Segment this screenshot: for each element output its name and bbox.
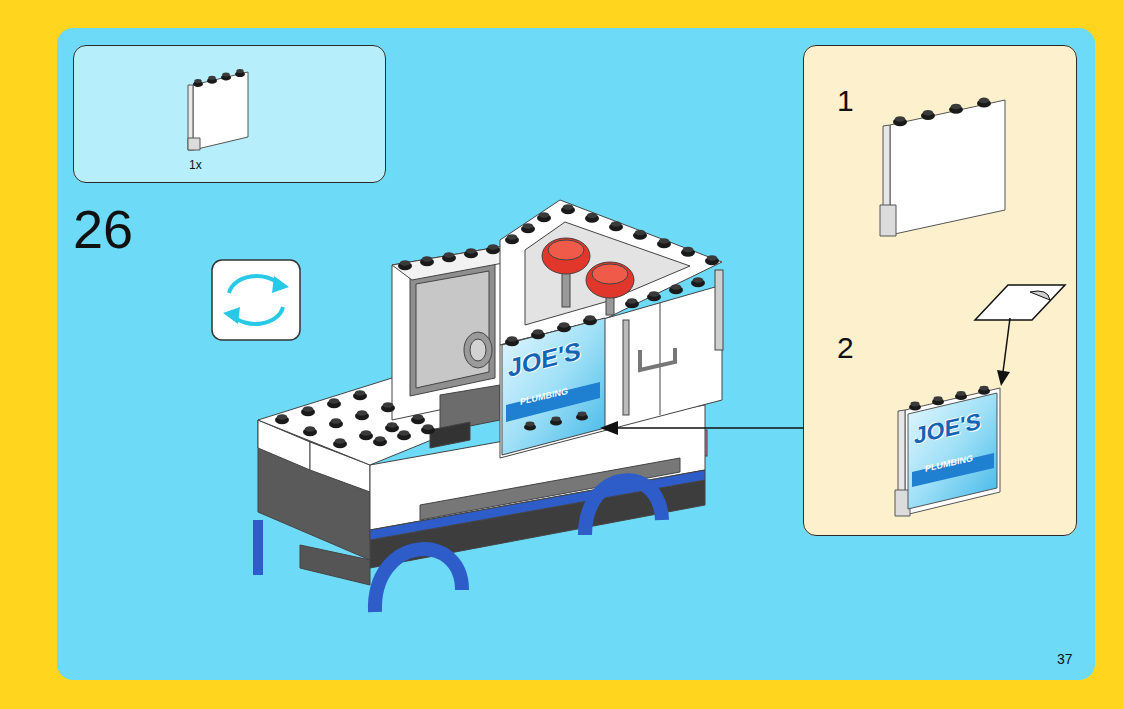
step-number: 26 [73, 202, 133, 256]
stud-top [934, 396, 943, 401]
page-panel [57, 28, 1095, 680]
stud-top [578, 412, 587, 417]
stud-top [507, 234, 518, 240]
stud-top [671, 284, 682, 290]
sticker-text: JOE'S [914, 410, 981, 448]
parts-list-box: 1x [73, 45, 386, 183]
substep-number: 1 [837, 86, 854, 116]
stud-top [361, 430, 372, 436]
stud-top [422, 256, 433, 262]
stud-top [466, 248, 477, 254]
stud-top [507, 336, 518, 342]
stud-top [305, 426, 316, 432]
stud-top [951, 104, 962, 110]
stud-top [488, 244, 499, 250]
stud-top [552, 417, 561, 422]
stud-top [923, 110, 934, 116]
stud-top [423, 424, 434, 430]
stud-top [707, 255, 718, 261]
stud-top [559, 322, 570, 328]
sticker-text: PLUMBING [520, 387, 568, 407]
stud-top [979, 98, 990, 104]
stud-top [627, 298, 638, 304]
page-number: 37 [1057, 652, 1073, 666]
stud-top [911, 402, 920, 407]
stud-top [375, 436, 386, 442]
stud-top [357, 410, 368, 416]
stud-top [635, 230, 646, 236]
stud-top [222, 72, 230, 76]
stud-top [649, 291, 660, 297]
stud-top [236, 69, 244, 73]
stud-top [587, 213, 598, 219]
stud-top [335, 438, 346, 444]
stud-top [399, 430, 410, 436]
stud-top [387, 422, 398, 428]
stud-top [329, 398, 340, 404]
stud-top [539, 212, 550, 218]
sticker-text: PLUMBING [925, 454, 973, 474]
stud-top [383, 402, 394, 408]
sticker-text: JOE'S [508, 338, 581, 381]
stud-top [659, 238, 670, 244]
stud-top [585, 315, 596, 321]
stud-top [413, 414, 424, 420]
stud-top [208, 76, 216, 80]
placement-arrow [600, 421, 803, 435]
stud-top [683, 247, 694, 253]
quantity-label: 1x [189, 159, 202, 171]
panel-part [188, 72, 248, 150]
stud-top [194, 79, 202, 83]
stud-top [277, 414, 288, 420]
stud-top [523, 223, 534, 229]
stud-top [957, 391, 966, 396]
rotate-icon [212, 260, 300, 340]
subassembly-fill [803, 45, 1077, 536]
stud-top [563, 204, 574, 210]
stud-top [355, 390, 366, 396]
parts-box-fill [73, 45, 386, 183]
stud-top [400, 260, 411, 266]
sticker-icon [975, 285, 1065, 386]
stud-top [693, 277, 704, 283]
stud-top [895, 116, 906, 122]
stud-top [980, 386, 989, 391]
stud-top [444, 252, 455, 258]
stud-top [303, 406, 314, 412]
panel-part [880, 100, 1005, 236]
stickered-panel [895, 388, 1000, 516]
substep-number: 2 [837, 333, 854, 363]
stud-top [611, 221, 622, 227]
truck-model [258, 200, 723, 612]
stud-top [533, 329, 544, 335]
stud-top [331, 418, 342, 424]
stud-top [526, 422, 535, 427]
